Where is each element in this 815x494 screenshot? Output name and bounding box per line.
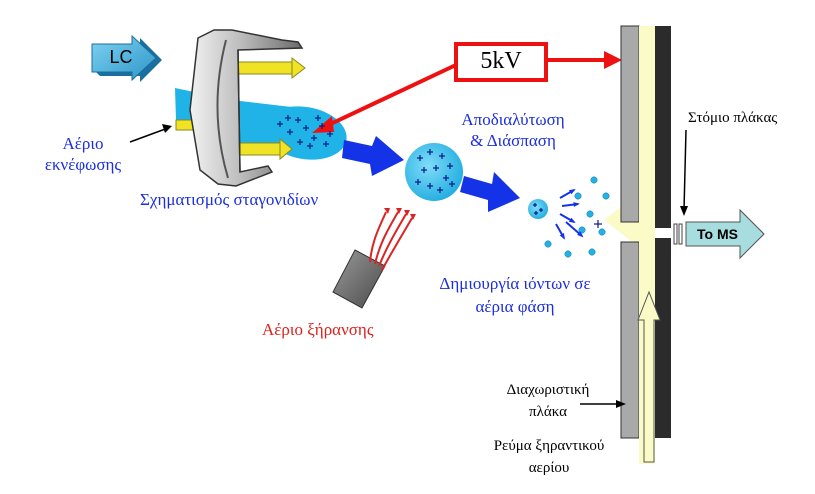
charge-mark (421, 167, 427, 173)
ion (544, 240, 552, 248)
nebulizer-source (175, 29, 347, 187)
blue-flow-arrows (342, 136, 520, 212)
separating-plate (620, 25, 671, 464)
charge-mark (439, 153, 445, 159)
desolvation-label-line2: & Διάσπαση (470, 131, 556, 150)
charge-mark (295, 117, 301, 123)
lc-arrow (91, 34, 162, 82)
charge-mark (539, 208, 543, 212)
desolvation-label-line1: Αποδιαλύτωση (461, 110, 565, 129)
ion (574, 192, 582, 200)
charge-mark (277, 121, 283, 127)
charge-mark (443, 175, 449, 181)
charge-mark (427, 149, 433, 155)
ion (588, 248, 596, 256)
charge-mark (287, 129, 293, 135)
charge-mark (534, 211, 538, 215)
drying-gas-flow-label-line2: αερίου (528, 460, 570, 476)
ion (564, 250, 572, 258)
charge-mark (307, 143, 313, 149)
separating-plate-label-line1: Διαχωριστική (506, 382, 590, 398)
small-droplet (528, 199, 548, 219)
charge-mark (427, 183, 433, 189)
gas-phase-ions (544, 176, 610, 258)
charge-mark (433, 165, 439, 171)
charge-mark (323, 141, 329, 147)
charge-mark (311, 135, 317, 141)
plate-orifice-label: Στόμιο πλάκας (688, 110, 778, 126)
drying-gas-flow-arrow (637, 290, 661, 463)
charge-mark (327, 131, 333, 137)
voltage-connection (312, 51, 622, 133)
nebulizing-gas-label-line2: εκνέφωσης (44, 155, 122, 174)
charge-mark (315, 115, 321, 121)
separating-plate-label-line2: πλάκα (529, 404, 567, 420)
to-ms-label: To MS (697, 226, 738, 242)
gas-phase-ions-label-line1: Δημιουργία ιόντων σε (439, 274, 591, 293)
charged-droplet (405, 143, 463, 201)
ion (586, 210, 594, 218)
charge-mark (417, 155, 423, 161)
drying-gas-label: Αέριο ξήρανσης (262, 320, 374, 339)
charge-mark (437, 187, 443, 193)
drying-gas-flow-label-line1: Ρεύμα ξηραντικού (493, 438, 605, 454)
charge-mark (303, 125, 309, 131)
droplet-formation-label: Σχηματισμός σταγονιδίων (140, 190, 319, 209)
nebulizing-gas-pointer (129, 127, 169, 143)
charge-mark (533, 203, 537, 207)
ion (590, 176, 598, 184)
voltage-box (454, 42, 548, 82)
charge-mark (285, 115, 291, 121)
voltage-label: 5kV (480, 48, 522, 74)
charge-mark (319, 123, 325, 129)
orifice-pointer (683, 129, 687, 211)
drying-gas-probe (332, 208, 416, 309)
nebulizing-gas-label-line1: Αέριο (62, 134, 104, 153)
ion (602, 192, 610, 200)
charge-mark (449, 181, 455, 187)
ion (598, 228, 606, 236)
lc-label: LC (109, 47, 133, 67)
to-ms-arrow (673, 208, 765, 260)
gas-phase-ions-label-line2: αέρια φάση (475, 297, 555, 316)
charge-mark (297, 139, 303, 145)
charge-mark (447, 163, 453, 169)
charge-mark (594, 220, 602, 228)
charge-mark (415, 179, 421, 185)
